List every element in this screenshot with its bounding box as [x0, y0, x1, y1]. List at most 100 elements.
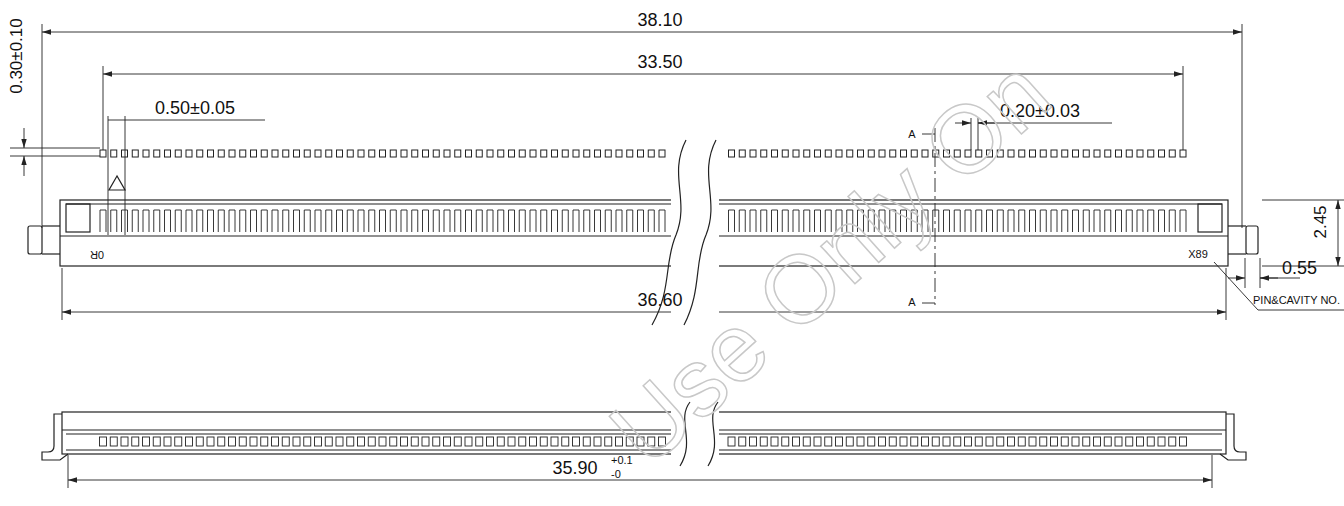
contact-leg	[379, 437, 386, 446]
contact-tooth	[412, 210, 418, 232]
contact-tooth	[1116, 210, 1122, 232]
contact-tooth	[562, 210, 568, 232]
solder-pad	[509, 150, 515, 157]
solder-pad	[1137, 150, 1143, 157]
contact-tooth	[782, 210, 788, 232]
contact-tooth	[261, 210, 267, 232]
solder-pad	[616, 150, 622, 157]
solder-pad	[815, 150, 821, 157]
contact-leg	[282, 437, 289, 446]
solder-pad	[466, 150, 472, 157]
solder-pad	[304, 150, 310, 157]
contact-tooth	[750, 210, 756, 232]
contact-tooth	[627, 210, 633, 232]
solder-pad	[358, 150, 364, 157]
contact-tooth	[739, 210, 745, 232]
pin1-marker	[109, 176, 125, 190]
solder-pad	[100, 150, 106, 157]
contact-leg	[1158, 437, 1165, 446]
solder-pad	[573, 150, 579, 157]
solder-pad	[498, 150, 504, 157]
contact-tooth	[530, 210, 536, 232]
solder-pad	[868, 150, 874, 157]
contact-leg	[932, 437, 939, 446]
solder-pad	[541, 150, 547, 157]
contact-leg	[750, 437, 757, 446]
contact-tooth	[1159, 210, 1165, 232]
contact-tooth	[358, 210, 364, 232]
contact-leg	[272, 437, 279, 446]
contact-leg	[868, 437, 875, 446]
contact-leg	[1169, 437, 1176, 446]
contact-tooth	[498, 210, 504, 232]
contact-tooth	[390, 210, 396, 232]
callout-note: PIN&CAVITY NO.	[1253, 295, 1340, 306]
contact-leg	[401, 437, 408, 446]
contact-tooth	[1137, 210, 1143, 232]
contact-leg	[1180, 437, 1187, 446]
contact-tooth	[294, 210, 300, 232]
contact-tooth	[1169, 210, 1175, 232]
contact-tooth	[197, 210, 203, 232]
dimension: 0.30±0.10	[8, 18, 25, 94]
solder-pad	[584, 150, 590, 157]
contact-tooth	[186, 210, 192, 232]
dimension: 2.45	[1312, 205, 1329, 238]
contact-tooth	[100, 210, 106, 232]
contact-tooth	[584, 210, 590, 232]
contact-tooth	[648, 210, 654, 232]
contact-tooth	[541, 210, 547, 232]
solder-pad	[455, 150, 461, 157]
contact-tooth	[283, 210, 289, 232]
pin-number: X89	[1188, 249, 1208, 260]
contact-tooth	[1073, 210, 1079, 232]
contact-leg	[986, 437, 993, 446]
contact-leg	[121, 437, 128, 446]
contact-leg	[975, 437, 982, 446]
contact-tooth	[1083, 210, 1089, 232]
contact-leg	[782, 437, 789, 446]
solder-pad	[175, 150, 181, 157]
contact-leg	[943, 437, 950, 446]
contact-leg	[922, 437, 929, 446]
contact-leg	[1029, 437, 1036, 446]
contact-leg	[530, 437, 537, 446]
contact-tooth	[1008, 210, 1014, 232]
contact-leg	[293, 437, 300, 446]
contact-leg	[1126, 437, 1133, 446]
solder-pad	[750, 150, 756, 157]
solder-pad	[825, 150, 831, 157]
contact-leg	[583, 437, 590, 446]
solder-pad	[111, 150, 117, 157]
contact-tooth	[111, 210, 117, 232]
contact-leg	[519, 437, 526, 446]
tolerance: -0	[611, 469, 621, 480]
solder-pad	[294, 150, 300, 157]
solder-pad	[476, 150, 482, 157]
contact-leg	[739, 437, 746, 446]
extension-lines	[10, 24, 1344, 488]
solder-pad	[315, 150, 321, 157]
contact-leg	[825, 437, 832, 446]
contact-leg	[594, 437, 601, 446]
contact-leg	[1137, 437, 1144, 446]
contact-leg	[900, 437, 907, 446]
solder-pad	[1030, 150, 1036, 157]
solder-pad	[143, 150, 149, 157]
contact-comb	[100, 210, 1186, 232]
solder-pad	[122, 150, 128, 157]
solder-pad	[1094, 150, 1100, 157]
solder-pad	[836, 150, 842, 157]
contact-leg	[540, 437, 547, 446]
solder-pad	[729, 150, 735, 157]
contact-tooth	[1126, 210, 1132, 232]
contact-leg	[196, 437, 203, 446]
solder-pad	[380, 150, 386, 157]
contact-tooth	[423, 210, 429, 232]
contact-leg	[728, 437, 735, 446]
solder-pad	[347, 150, 353, 157]
contact-tooth	[729, 210, 735, 232]
contact-leg	[551, 437, 558, 446]
contact-tooth	[965, 210, 971, 232]
